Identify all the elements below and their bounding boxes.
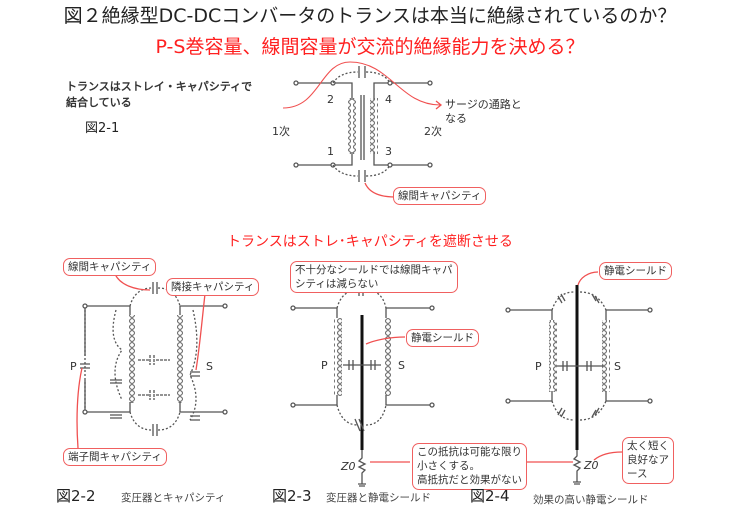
fig2-terminal-label: 端子間キャパシティ <box>63 448 167 467</box>
fig2-s-label: S <box>206 360 213 373</box>
fig1-description-2: 結合している <box>66 96 132 109</box>
fig2-caption: 図2-2 <box>56 487 96 505</box>
fig3-p-label: P <box>321 359 328 372</box>
fig3-note-1: 不十分なシールドでは線間キャパ <box>295 264 453 276</box>
pin-2: 2 <box>327 93 334 106</box>
fig3-note-2: シティは減らない <box>295 278 379 291</box>
fig1-description-1: トランスはストレイ・キャパシティで <box>66 80 253 93</box>
fig3-note: 不十分なシールドでは線間キャパ シティは減らない <box>290 261 458 294</box>
fig4-transformer <box>505 271 653 485</box>
fig2-interwinding-label: 線間キャパシティ <box>63 258 157 277</box>
secondary-label: 2次 <box>424 125 442 138</box>
fig4-z0: Z0 <box>584 459 599 472</box>
surge-label-2: なる <box>445 112 467 125</box>
ground-note-3: ース <box>627 468 648 481</box>
resistor-note-1: この抵抗は可能な限り <box>417 446 522 458</box>
resistor-note-2: 小さくする。 <box>417 460 480 473</box>
fig4-caption: 図2-4 <box>470 487 510 505</box>
interwinding-cap-label: 線間キャパシティ <box>393 187 487 206</box>
fig1-caption: 図2-1 <box>85 121 120 136</box>
pin-4: 4 <box>385 93 392 106</box>
fig2-transformer <box>76 273 228 449</box>
fig4-shield-label: 静電シールド <box>599 262 672 281</box>
primary-label: 1次 <box>272 125 290 138</box>
fig4-p-label: P <box>535 360 542 373</box>
page-subtitle: P-S巻容量、線間容量が交流的絶縁能力を決める？ <box>155 36 585 58</box>
ground-note-1: 太く短く <box>627 440 669 452</box>
resistor-note-3: 高抵抗だと効果がない <box>417 474 522 487</box>
ground-note-2: 良好なア <box>627 454 669 467</box>
page-title: 図２絶縁型DC-DCコンバータのトランスは本当に絶縁されているのか？ <box>63 5 677 27</box>
fig1-transformer <box>282 61 443 198</box>
fig2-adjacent-label: 隣接キャパシティ <box>166 278 260 297</box>
fig3-caption: 図2-3 <box>272 487 312 505</box>
fig3-z0: Z0 <box>341 460 356 473</box>
ground-note: 太く短く 良好なア ース <box>622 437 674 484</box>
fig3-s-label: S <box>398 359 405 372</box>
fig3-shield-label: 静電シールド <box>406 329 479 348</box>
fig2-caption-text: 変圧器とキャパシティ <box>121 492 226 504</box>
fig2-p-label: P <box>70 360 77 373</box>
pin-1: 1 <box>327 145 334 158</box>
surge-label-1: サージの通路と <box>445 98 522 111</box>
resistor-note: この抵抗は可能な限り 小さくする。 高抵抗だと効果がない <box>412 443 527 490</box>
pin-3: 3 <box>385 145 392 158</box>
fig4-caption-text: 効果の高い静電シールド <box>533 494 649 506</box>
fig3-caption-text: 変圧器と静電シールド <box>326 492 431 504</box>
section-heading: トランスはストレ･キャパシティを遮断させる <box>227 234 513 250</box>
fig4-s-label: S <box>614 360 621 373</box>
